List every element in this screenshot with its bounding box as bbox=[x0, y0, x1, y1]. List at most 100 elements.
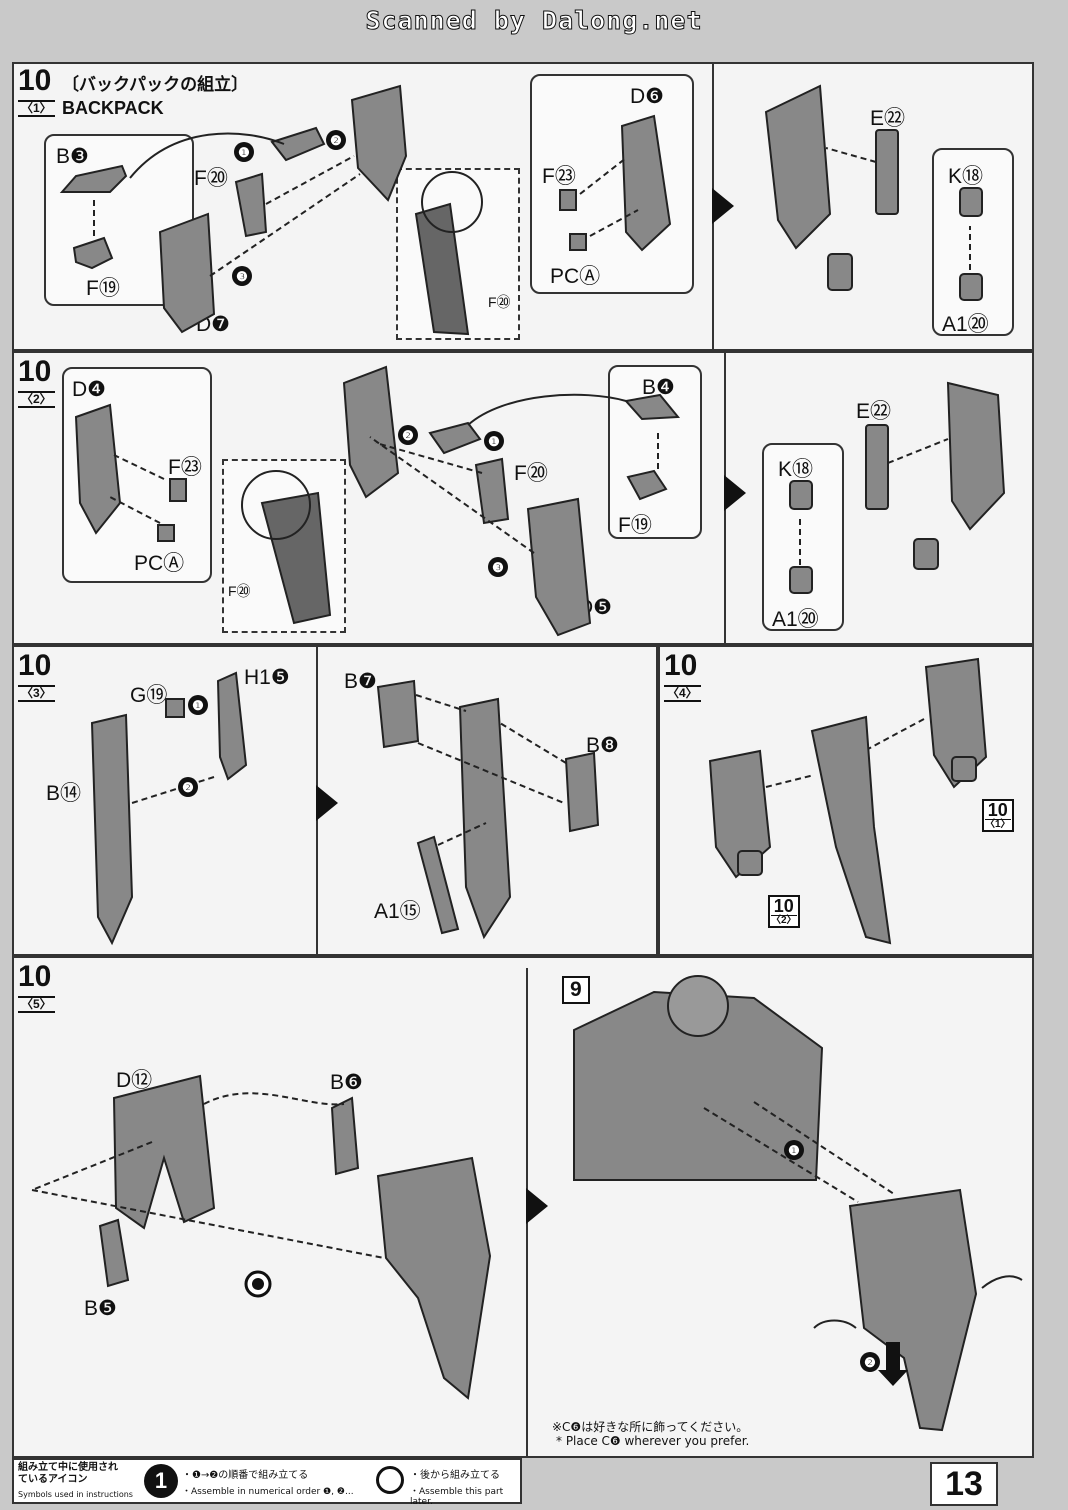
step-10-1-drawing: ❶ ❷ ❸ bbox=[59, 84, 983, 336]
label-a115: A1⑮ bbox=[374, 900, 421, 923]
step-10-2-panel: 10 〈2〉 D❹ F㉓ PCⒶ F⑳ F⑳ D❺ B❹ F⑲ E㉒ K⑱ A1… bbox=[12, 351, 1034, 645]
label-f20: F⑳ bbox=[194, 167, 228, 190]
page-number: 13 bbox=[930, 1462, 998, 1506]
mech-head bbox=[667, 975, 729, 1037]
order-2: ❷ bbox=[402, 428, 414, 443]
part-top-arm bbox=[270, 126, 326, 162]
label-b5: B❺ bbox=[84, 1297, 117, 1320]
part-b8 bbox=[564, 751, 600, 833]
part-d7 bbox=[158, 212, 216, 334]
part-k18 bbox=[959, 187, 983, 217]
step-10-3-drawing: ❶ ❷ bbox=[90, 671, 600, 946]
part-thruster bbox=[913, 538, 939, 570]
label-e22: E㉒ bbox=[856, 400, 892, 423]
note-en: * Place C❻ wherever you prefer. bbox=[556, 1434, 750, 1448]
part-f20 bbox=[474, 457, 510, 525]
step-number: 10 bbox=[664, 649, 698, 682]
section-title-jp: 〔バックパックの組立〕 bbox=[62, 75, 249, 95]
part-d6 bbox=[620, 114, 672, 252]
part-boosters-final bbox=[848, 1188, 978, 1432]
step-10-1-panel: 10 〈1〉 〔バックパックの組立〕 BACKPACK B❸ F⑲ F⑳ D❼ … bbox=[12, 62, 1034, 351]
later-assembly-icon bbox=[376, 1466, 404, 1494]
legend-later-en: ・Assemble this part later. bbox=[410, 1487, 504, 1507]
substep-label: 〈4〉 bbox=[664, 685, 701, 702]
part-detail bbox=[414, 202, 470, 336]
label-b6: B❻ bbox=[330, 1071, 363, 1094]
part-g19 bbox=[165, 698, 185, 718]
ref-sub: 〈1〉 bbox=[985, 819, 1011, 830]
substep-label: 〈5〉 bbox=[18, 996, 55, 1013]
label-f19: F⑲ bbox=[618, 514, 652, 537]
legend-heading-jp: 組み立て中に使用されているアイコン bbox=[18, 1462, 118, 1485]
note-jp: ※C❻は好きな所に飾ってください。 bbox=[552, 1420, 749, 1434]
inset-k18 bbox=[932, 148, 1014, 336]
step-number: 10 bbox=[18, 64, 52, 97]
numeric-order-icon: 1 bbox=[144, 1464, 178, 1498]
label-b14: B⑭ bbox=[46, 782, 82, 805]
label-pca: PCⒶ bbox=[550, 265, 601, 288]
next-arrow bbox=[712, 188, 734, 224]
order-1: ❶ bbox=[788, 1143, 800, 1158]
label-b4: B❹ bbox=[642, 376, 675, 399]
part-boosters bbox=[376, 1156, 492, 1400]
next-arrow bbox=[526, 1188, 548, 1224]
part-b4 bbox=[624, 393, 681, 421]
part-b6 bbox=[330, 1096, 360, 1176]
scan-credit: Scanned by Dalong.net bbox=[365, 6, 703, 36]
icon-legend: 組み立て中に使用されているアイコン Symbols used in instru… bbox=[12, 1458, 522, 1507]
label-d12: D⑫ bbox=[116, 1069, 153, 1092]
substep-label: 〈1〉 bbox=[18, 100, 55, 117]
legend-heading-en: Symbols used in instructions bbox=[18, 1490, 133, 1499]
part-fin-assembly bbox=[810, 715, 892, 945]
order-1: ❶ bbox=[192, 698, 204, 713]
substep-label: 〈2〉 bbox=[18, 391, 55, 408]
ref-sub: 〈2〉 bbox=[771, 915, 797, 926]
part-pca bbox=[157, 524, 175, 542]
part-k18 bbox=[789, 480, 813, 510]
step-10-2-drawing: ❶ ❷ ❸ bbox=[74, 365, 1006, 637]
part-thruster-right bbox=[951, 756, 977, 782]
part-d12 bbox=[112, 1074, 216, 1230]
order-1: ❶ bbox=[238, 145, 250, 160]
part-backpack-1 bbox=[764, 84, 832, 250]
label-f20: F⑳ bbox=[514, 462, 548, 485]
legend-later-jp: ・後から組み立てる bbox=[410, 1470, 500, 1481]
step-10-3-panel: 10 〈3〉 G⑲ H1❺ B⑭ B❼ B❽ A1⑮ ❶ ❷ bbox=[12, 645, 658, 956]
label-k18: K⑱ bbox=[778, 458, 814, 481]
part-d4 bbox=[74, 403, 122, 535]
ref-num: 10 bbox=[987, 800, 1008, 820]
part-e22 bbox=[865, 424, 889, 510]
part-a120 bbox=[959, 273, 983, 301]
step-number: 10 bbox=[18, 649, 52, 682]
label-h15: H1❺ bbox=[244, 666, 290, 689]
part-shield bbox=[342, 365, 400, 499]
part-f23 bbox=[559, 189, 577, 211]
part-d5 bbox=[526, 497, 592, 637]
step-number: 10 bbox=[18, 355, 52, 388]
label-e22: E㉒ bbox=[870, 107, 906, 130]
label-g19: G⑲ bbox=[130, 684, 168, 707]
part-a115 bbox=[416, 835, 460, 935]
detail-zoom-circle bbox=[421, 171, 483, 233]
part-backpack-2 bbox=[946, 381, 1006, 531]
down-arrow bbox=[878, 1342, 908, 1386]
part-b7 bbox=[376, 679, 420, 749]
order-3: ❸ bbox=[236, 269, 248, 284]
part-f19 bbox=[626, 469, 668, 501]
part-h15 bbox=[216, 671, 248, 781]
substep-label: 〈3〉 bbox=[18, 685, 55, 702]
order-2: ❷ bbox=[864, 1355, 876, 1370]
label-pca: PCⒶ bbox=[134, 552, 185, 575]
step-10-5-panel: 10 〈5〉 D⑫ B❻ B❺ 9 ※C❻は好きな所に飾ってください。 * Pl… bbox=[12, 956, 1034, 1458]
step-10-5-drawing: ❶ ❷ bbox=[31, 975, 1023, 1432]
legend-numeric-jp: ・❶→❷の順番で組み立てる bbox=[182, 1470, 309, 1481]
inset-b4 bbox=[608, 365, 702, 539]
part-detail bbox=[260, 491, 332, 625]
part-thruster bbox=[827, 253, 853, 291]
label-step-9: 9 bbox=[562, 976, 590, 1004]
legend-numeric-en: ・Assemble in numerical order ❶, ❷... bbox=[182, 1487, 354, 1497]
part-arm bbox=[428, 421, 482, 455]
label-a120: A1⑳ bbox=[942, 313, 989, 336]
next-arrow bbox=[316, 785, 338, 821]
detail-zoom-circle bbox=[241, 470, 311, 540]
